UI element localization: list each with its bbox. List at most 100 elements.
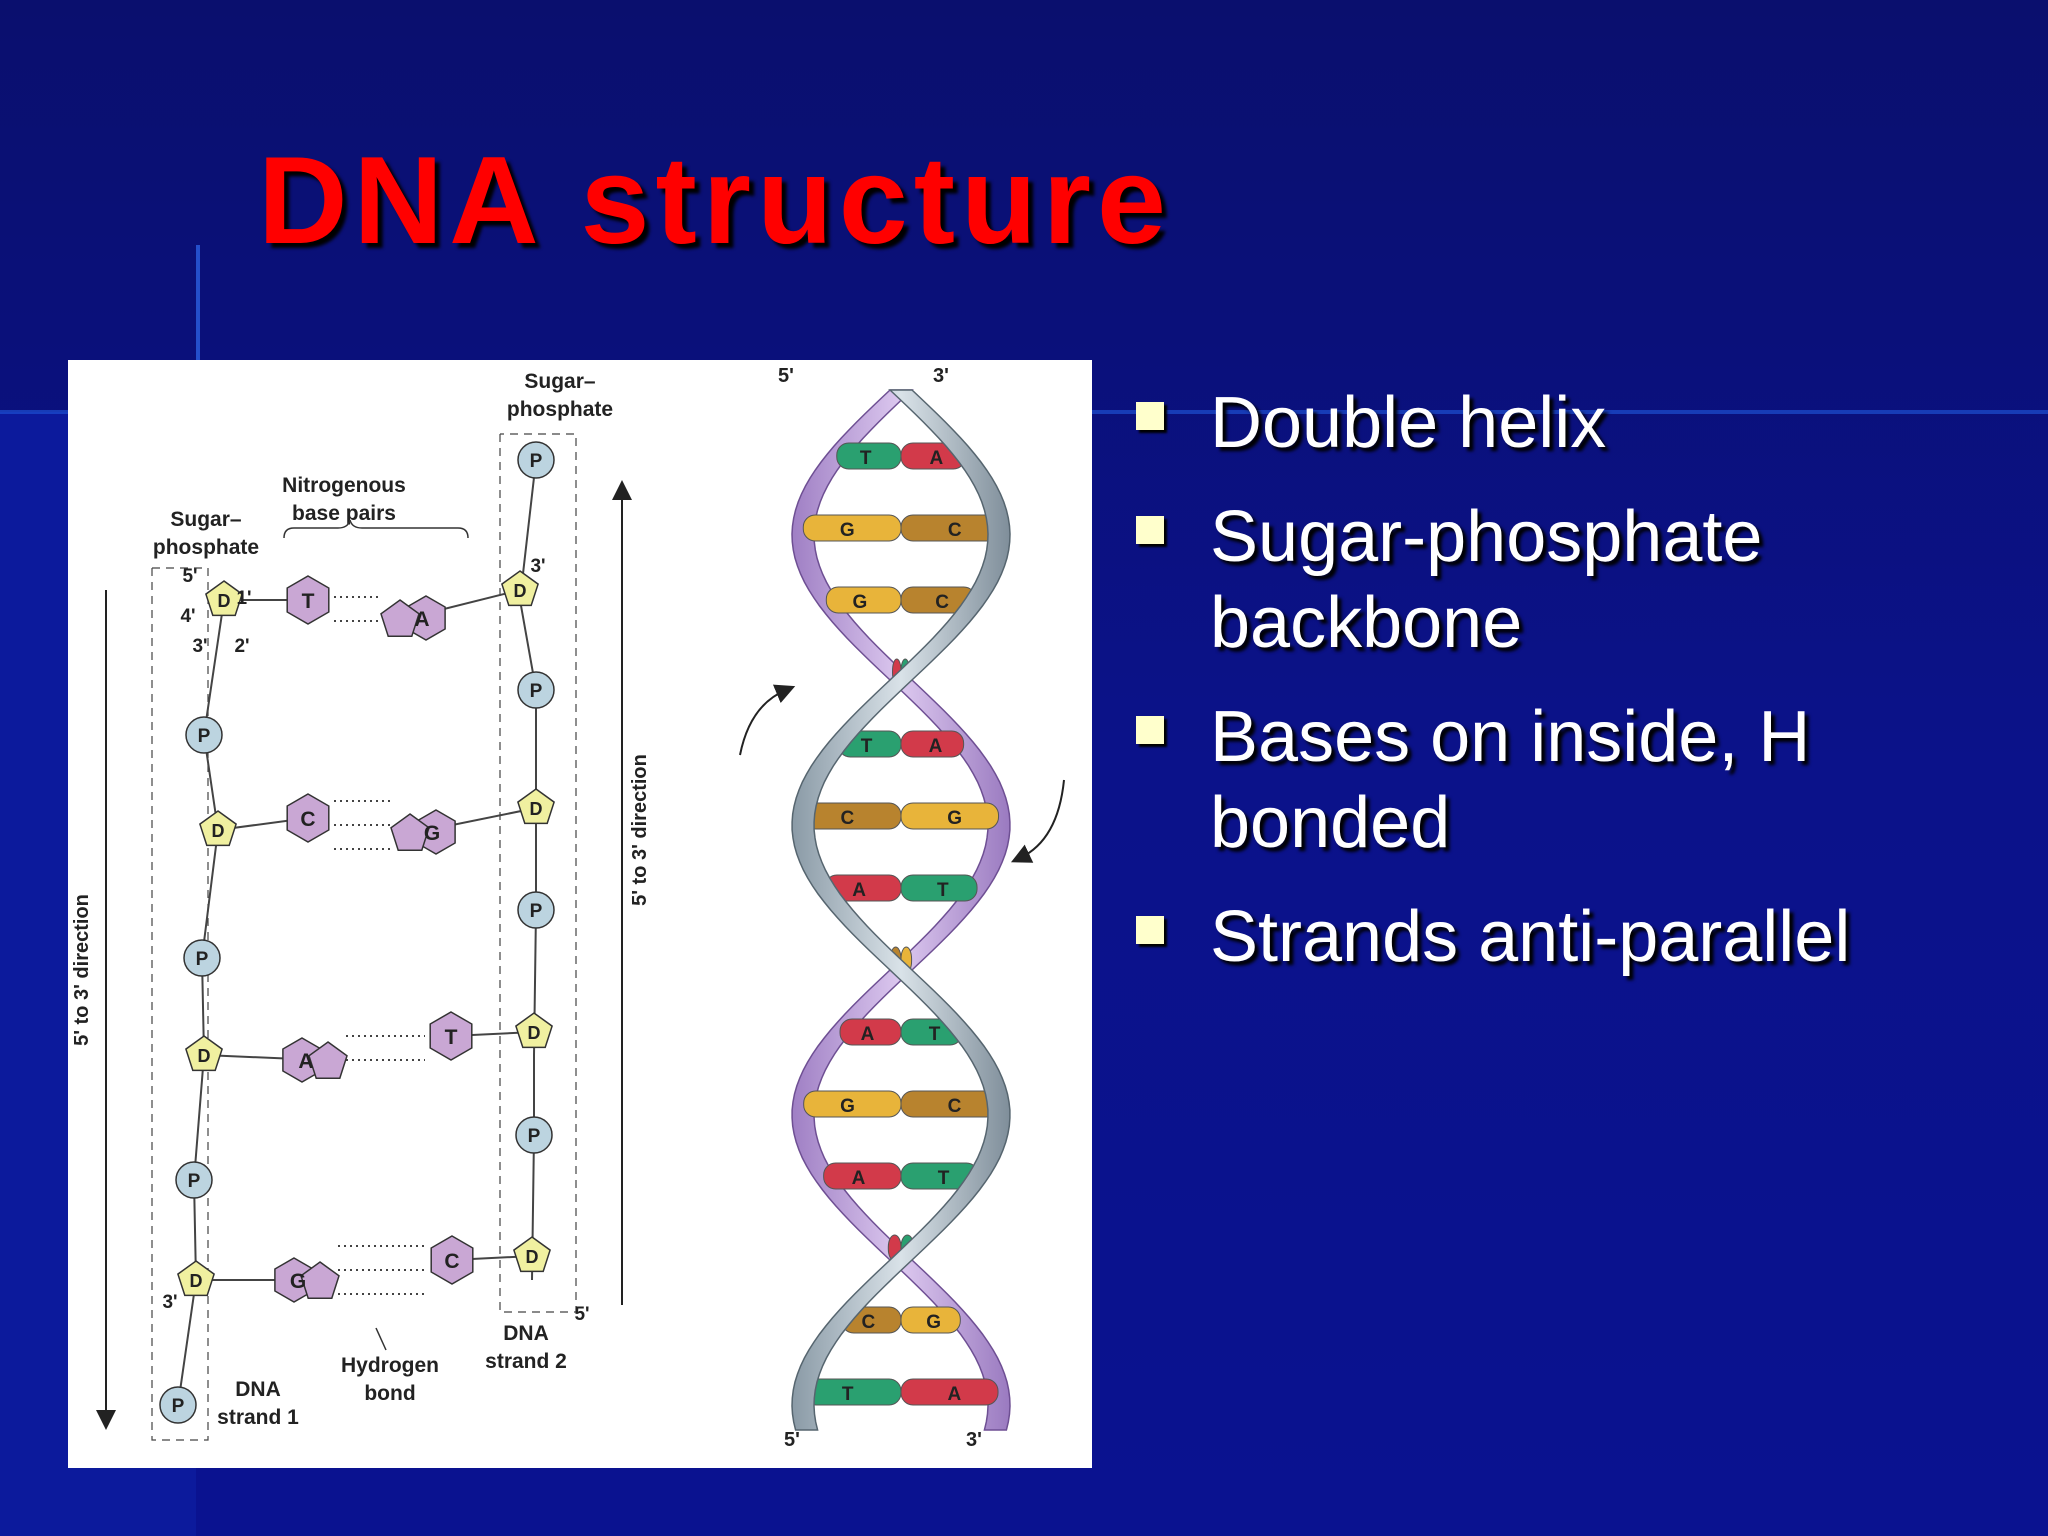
- rotation-arrow: [1010, 779, 1065, 863]
- bullet-text: Bases on inside, H bonded: [1210, 697, 1811, 863]
- base-rod: [900, 874, 978, 902]
- five-prime-label: 5': [182, 566, 197, 587]
- four-prime-label: 4': [180, 606, 195, 627]
- purine-ring: [390, 813, 430, 851]
- phosphate-group: [517, 891, 555, 929]
- sugar-phosphate-label: Sugar–: [170, 508, 242, 531]
- purine-ring: [380, 599, 420, 637]
- helix-three-prime-bottom: 3': [966, 1429, 982, 1451]
- helix-base-label: T: [929, 1024, 941, 1045]
- helix-base-label: C: [862, 1312, 876, 1333]
- base-rod: [900, 1306, 961, 1334]
- bullet-item: Strands anti-parallel: [1130, 894, 2030, 980]
- sugar-label: D: [528, 1023, 541, 1043]
- sugar-label: D: [198, 1046, 211, 1066]
- helix-strand-purple: [791, 389, 1011, 1431]
- base-rod: [900, 1378, 999, 1406]
- direction-label-right: 5' to 3' direction: [629, 754, 651, 906]
- base-label: C: [300, 808, 315, 831]
- bullet-text: Strands anti-parallel: [1210, 897, 1851, 977]
- deoxyribose-sugar: [501, 570, 539, 607]
- base-label: A: [414, 608, 429, 631]
- sugar-phosphate-box-left: [151, 567, 209, 1441]
- bullet-list: Double helix Sugar-phosphate backbone Ba…: [1130, 380, 2030, 1008]
- helix-strand-silver: [791, 389, 1011, 1431]
- deoxyribose-sugar: [185, 1035, 223, 1072]
- helix-base-label: T: [861, 736, 873, 757]
- phosphate-group: [183, 939, 221, 977]
- deoxyribose-sugar: [199, 810, 237, 847]
- base-label: T: [445, 1026, 458, 1049]
- base-pairs-brace: [283, 519, 469, 539]
- hydrogen-bond-label: Hydrogen: [341, 1354, 439, 1377]
- deoxyribose-sugar: [517, 788, 555, 825]
- bullet-square-icon: [1136, 516, 1164, 544]
- sugar-phosphate-label: phosphate: [507, 398, 613, 421]
- helix-five-prime-bottom: 5': [784, 1429, 800, 1451]
- phosphate-group: [185, 716, 223, 754]
- sugar-phosphate-label: Sugar–: [524, 370, 596, 393]
- rotation-arrow: [739, 684, 796, 756]
- helix-three-prime-top: 3': [933, 365, 949, 387]
- helix-base-label: C: [948, 1096, 962, 1117]
- phosphate-label: P: [196, 949, 209, 970]
- pyrimidine-ring: [286, 793, 330, 843]
- base-rod: [900, 730, 965, 758]
- sugar-label: D: [514, 581, 527, 601]
- phosphate-group: [517, 441, 555, 479]
- three-prime-label: 3': [530, 556, 545, 577]
- phosphate-label: P: [188, 1171, 201, 1192]
- nitrogenous-label: base pairs: [292, 502, 396, 525]
- sugar-phosphate-box-right: [499, 433, 577, 1313]
- five-prime-label: 5': [574, 1304, 589, 1325]
- phosphate-label: P: [530, 901, 543, 922]
- phosphate-label: P: [528, 1126, 541, 1147]
- helix-base-label: A: [947, 1384, 961, 1405]
- purine-ring: [300, 1261, 340, 1299]
- three-prime-label: 3': [162, 1292, 177, 1313]
- nitrogenous-label: Nitrogenous: [282, 474, 406, 497]
- three-prime-label: 3': [192, 636, 207, 657]
- phosphate-label: P: [530, 681, 543, 702]
- phosphate-label: P: [172, 1396, 185, 1417]
- deoxyribose-sugar: [513, 1236, 551, 1273]
- helix-five-prime-top: 5': [778, 365, 794, 387]
- helix-base-label: A: [929, 736, 943, 757]
- sugar-label: D: [212, 821, 225, 841]
- bullet-item: Sugar-phosphate backbone: [1130, 494, 2030, 666]
- helix-base-label: G: [840, 1096, 855, 1117]
- helix-base-label: G: [853, 592, 868, 613]
- helix-base-label: G: [926, 1312, 941, 1333]
- sugar-label: D: [218, 591, 231, 611]
- phosphate-label: P: [530, 451, 543, 472]
- pyrimidine-ring: [429, 1011, 473, 1061]
- bullet-square-icon: [1136, 716, 1164, 744]
- sugar-phosphate-label: phosphate: [153, 536, 259, 559]
- bullet-item: Double helix: [1130, 380, 2030, 466]
- base-label: C: [444, 1250, 459, 1273]
- one-prime-label: 1': [236, 588, 251, 609]
- bullet-text: Sugar-phosphate backbone: [1210, 497, 1763, 663]
- hydrogen-bond-pointer: [375, 1327, 387, 1351]
- strand-2-label: strand 2: [485, 1350, 567, 1373]
- helix-base-label: A: [861, 1024, 875, 1045]
- direction-label-left: 5' to 3' direction: [71, 894, 93, 1046]
- bullet-square-icon: [1136, 916, 1164, 944]
- base-label: G: [424, 822, 440, 845]
- helix-base-label: G: [947, 808, 962, 829]
- pyrimidine-ring: [430, 1235, 474, 1285]
- deoxyribose-sugar: [205, 580, 243, 617]
- two-prime-label: 2': [234, 636, 249, 657]
- bullet-item: Bases on inside, H bonded: [1130, 694, 2030, 866]
- sugar-label: D: [190, 1271, 203, 1291]
- deoxyribose-sugar: [515, 1012, 553, 1049]
- phosphate-group: [515, 1116, 553, 1154]
- bullet-text: Double helix: [1210, 383, 1607, 463]
- helix-base-label: A: [852, 880, 866, 901]
- strand-1-label: DNA: [235, 1378, 281, 1401]
- helix-base-label: T: [937, 880, 949, 901]
- helix-base-label: C: [840, 808, 854, 829]
- background-accent-line: [196, 245, 200, 360]
